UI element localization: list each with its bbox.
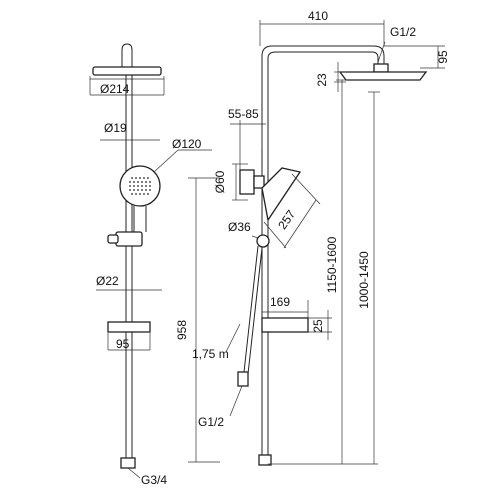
left-side-view: Ø214 Ø19 Ø120 Ø22 95 [89,43,220,487]
dim-top-thread: G1/2 [390,25,416,39]
dim-shelf-width-left: 95 [116,337,130,351]
hand-holder-bracket [115,231,143,247]
dim-head-thickness: 23 [315,73,329,87]
dim-head-drop: 95 [436,50,450,64]
rain-head-front [338,71,428,81]
dim-height-range-2: 1000-1450 [357,251,371,309]
dim-holder-diameter: Ø60 [213,170,227,193]
dim-shelf-width: 169 [270,295,290,309]
dim-knob-diameter: Ø36 [228,220,251,234]
dim-shelf-height: 25 [311,319,325,333]
rain-head-side [92,66,162,76]
right-front-view: 410 G1/2 95 23 55-85 Ø60 [192,9,450,466]
dim-hose-thread: G1/2 [198,415,224,429]
dim-head-diameter: Ø214 [100,82,130,96]
dim-hand-length: 257 [275,207,298,232]
dim-hand-diameter: Ø120 [172,137,202,151]
rain-head-connector [373,63,389,73]
dim-arm-diameter: Ø19 [104,121,127,135]
shelf-side [107,321,151,333]
holder-mount [239,169,255,195]
dim-bottom-thread: G3/4 [141,473,167,487]
hand-shower-face [119,165,161,207]
riser-end [258,454,272,466]
hand-shower-front [261,167,302,222]
dim-holder-range: 55-85 [228,107,259,121]
dim-height-range-1: 1150-1600 [325,236,339,293]
dim-overall-height: 958 [175,320,189,340]
shelf-front [261,317,309,333]
bottom-connector [120,457,136,469]
hose-end [237,371,249,387]
dim-hose-length: 1,75 m [192,347,229,361]
dim-arm-length: 410 [308,9,328,23]
diverter-knob[interactable] [256,234,270,248]
dim-pipe-diameter: Ø22 [96,274,119,288]
